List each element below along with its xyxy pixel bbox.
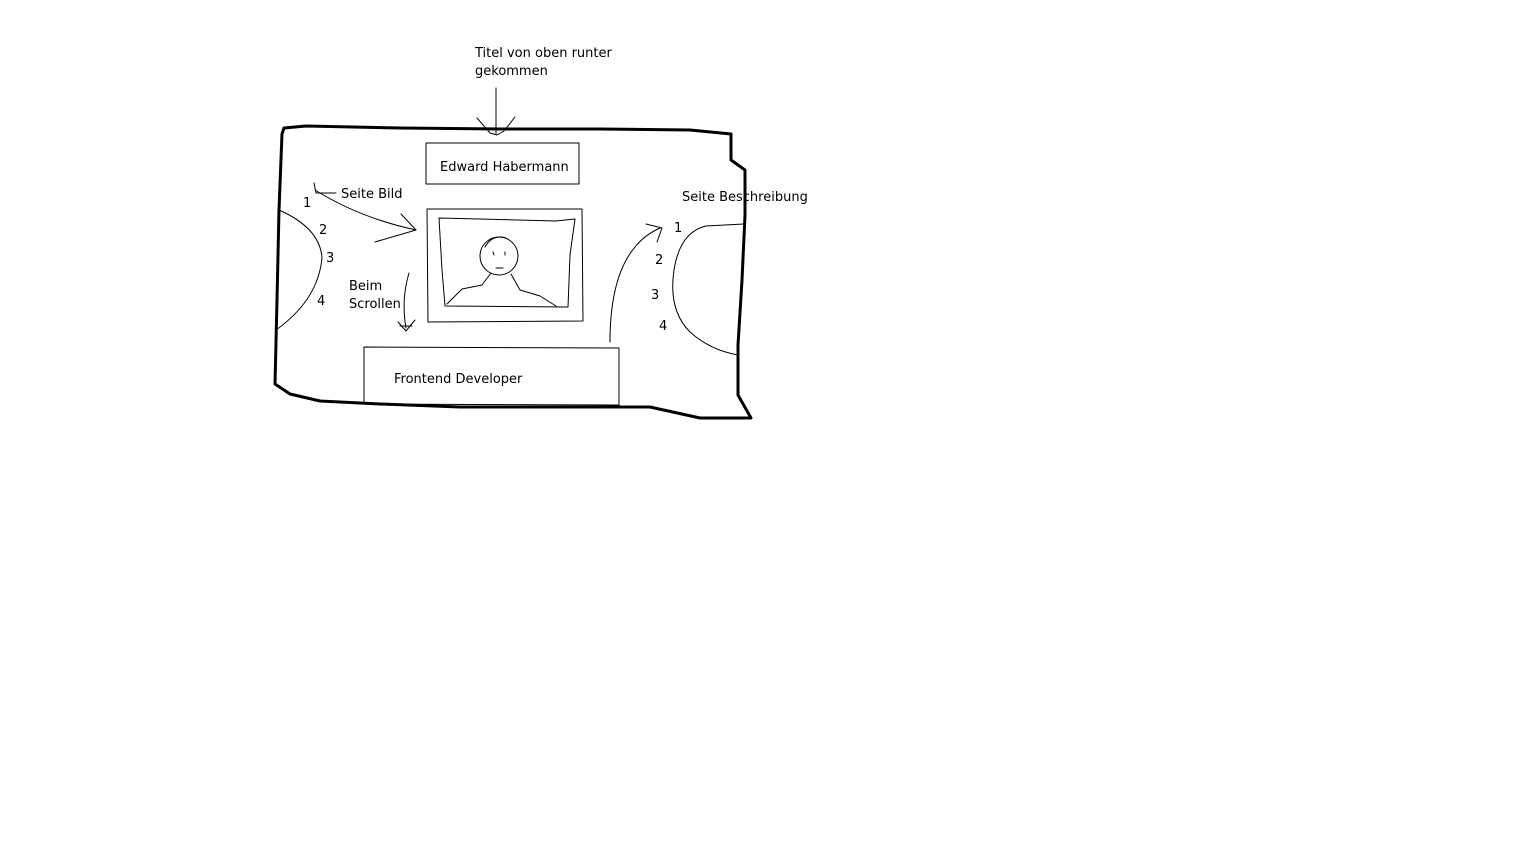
left-mark-2: 2 [319,223,327,238]
name-label: Edward Habermann [440,160,569,175]
right-mark-1: 1 [674,221,682,236]
right-side-label: Seite Beschreibung [682,190,808,205]
right-mark-4: 4 [659,319,667,334]
job-box [363,346,620,406]
left-slide-curve [275,209,323,331]
scroll-note-line1: Beim [349,279,382,294]
job-label: Frontend Developer [394,372,523,387]
right-mark-2: 2 [655,253,663,268]
name-box [425,142,580,185]
photo-frame-inner [438,217,576,308]
left-label-pointer [313,182,337,194]
title-note-line1: Titel von oben runter [474,46,613,61]
left-side-label: Seite Bild [341,187,402,202]
title-drop-arrow [476,87,516,136]
left-mark-3: 3 [326,251,334,266]
scroll-note-line2: Scrollen [349,297,401,312]
portrait-icon [446,236,557,307]
up-to-description-arrow [609,223,663,343]
right-slide-curve [672,223,745,356]
title-note-line2: gekommen [475,64,548,79]
scroll-down-arrow [397,272,416,332]
left-mark-4: 4 [317,294,325,309]
left-to-photo-arrow [314,189,417,243]
right-mark-3: 3 [651,288,659,303]
page-frame [273,124,753,420]
left-mark-1: 1 [303,196,311,211]
photo-frame-outer [426,208,584,323]
